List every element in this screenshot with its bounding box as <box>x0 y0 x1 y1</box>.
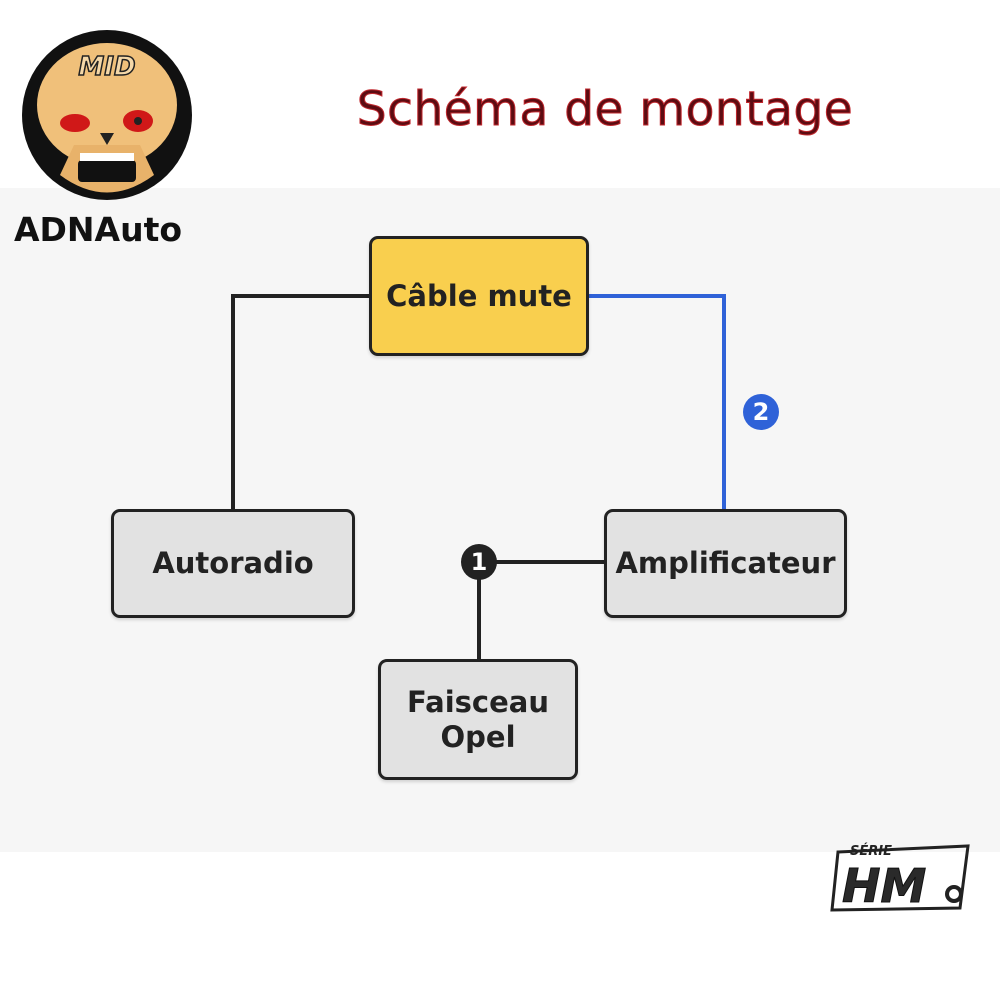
node-faisceau-opel: Faisceau Opel <box>378 659 578 780</box>
node-label: Câble mute <box>386 278 572 313</box>
brand-name: ADNAuto <box>14 210 183 249</box>
svg-text:HM: HM <box>842 859 926 913</box>
svg-text:MID: MID <box>78 52 135 82</box>
serie-hm-logo: SÉRIE HM <box>830 843 970 914</box>
node-label: Amplificateur <box>615 546 836 581</box>
node-cable-mute: Câble mute <box>369 236 589 356</box>
node-label-line2: Opel <box>440 719 516 754</box>
mute-amplifier-line <box>586 294 726 512</box>
svg-text:SÉRIE: SÉRIE <box>850 843 892 859</box>
page-title: Schéma de montage <box>356 82 854 138</box>
step-badge-1: 1 <box>461 544 497 580</box>
step-badge-2: 2 <box>743 394 779 430</box>
node-label: Autoradio <box>152 546 314 581</box>
node-label-line1: Faisceau <box>407 684 549 719</box>
autoradio-mute-line <box>231 294 372 512</box>
node-autoradio: Autoradio <box>111 509 355 618</box>
node-amplificateur: Amplificateur <box>604 509 847 618</box>
adnauto-skull-logo: MID <box>22 30 192 200</box>
